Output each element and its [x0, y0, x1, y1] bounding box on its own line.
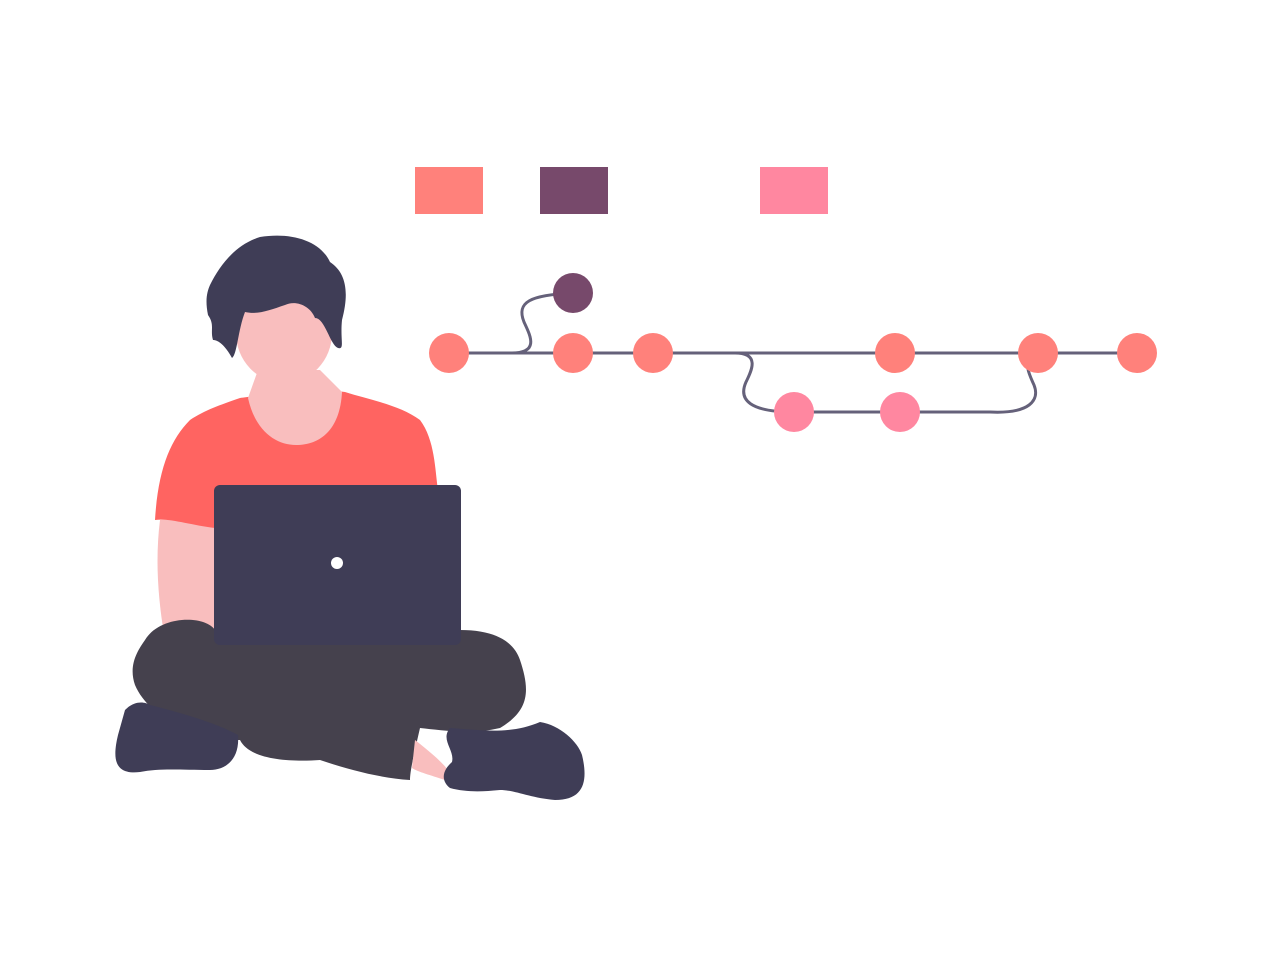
commit-main — [633, 333, 673, 373]
person-shoe-right — [443, 722, 585, 800]
commit-main — [553, 333, 593, 373]
commit-feature — [880, 392, 920, 432]
person — [115, 235, 585, 800]
legend-swatch-main — [415, 167, 483, 214]
commit-feature — [774, 392, 814, 432]
laptop-logo — [331, 557, 343, 569]
person-ankle — [412, 740, 448, 780]
person-neck — [248, 370, 342, 445]
commit-side — [553, 273, 593, 313]
commit-main — [1117, 333, 1157, 373]
commit-main — [875, 333, 915, 373]
commit-main — [429, 333, 469, 373]
legend-swatch-feature — [760, 167, 828, 214]
person-arm — [157, 520, 215, 640]
person-shirt — [155, 391, 438, 528]
person-shoe-left — [115, 702, 239, 773]
side-branch-line — [511, 291, 574, 355]
commit-main — [1018, 333, 1058, 373]
person-pants — [132, 619, 526, 780]
legend-swatch-side — [540, 167, 608, 214]
person-hair — [206, 235, 346, 358]
